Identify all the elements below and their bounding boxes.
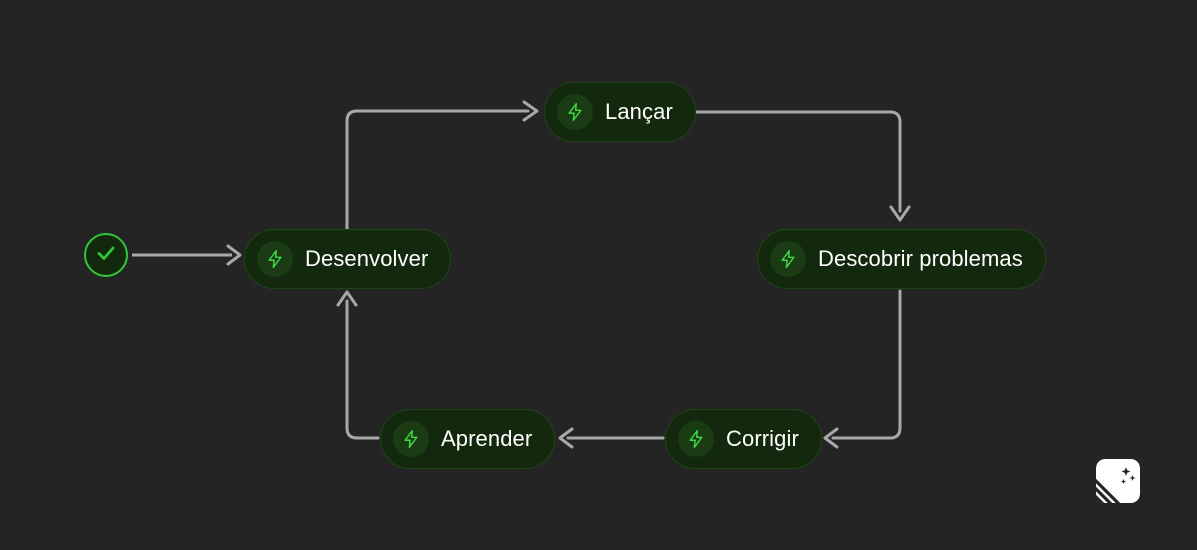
bolt-icon	[257, 241, 293, 277]
edge-corrigir-to-aprender	[558, 427, 665, 449]
node-lancar[interactable]: Lançar	[544, 82, 696, 142]
bolt-icon	[393, 421, 429, 457]
node-aprender[interactable]: Aprender	[380, 409, 556, 469]
node-label: Desenvolver	[305, 246, 429, 271]
edge-descobrir-to-corrigir	[823, 289, 902, 449]
edge-aprender-to-desenvolver	[336, 290, 380, 440]
bolt-icon	[557, 94, 593, 130]
start-node[interactable]	[84, 233, 128, 277]
sparkle-stripes-logo[interactable]	[1096, 459, 1140, 503]
node-descobrir-problemas[interactable]: Descobrir problemas	[757, 229, 1046, 289]
edge-lancar-to-descobrir	[694, 110, 911, 222]
node-label: Lançar	[605, 99, 673, 124]
node-label: Aprender	[441, 426, 533, 451]
edge-desenvolver-to-lancar	[345, 100, 539, 231]
bolt-icon	[770, 241, 806, 277]
node-desenvolver[interactable]: Desenvolver	[244, 229, 452, 289]
node-label: Descobrir problemas	[818, 246, 1023, 271]
node-label: Corrigir	[726, 426, 799, 451]
edge-start-to-desenvolver	[132, 244, 242, 266]
bolt-icon	[678, 421, 714, 457]
node-corrigir[interactable]: Corrigir	[665, 409, 822, 469]
check-icon	[94, 241, 118, 270]
